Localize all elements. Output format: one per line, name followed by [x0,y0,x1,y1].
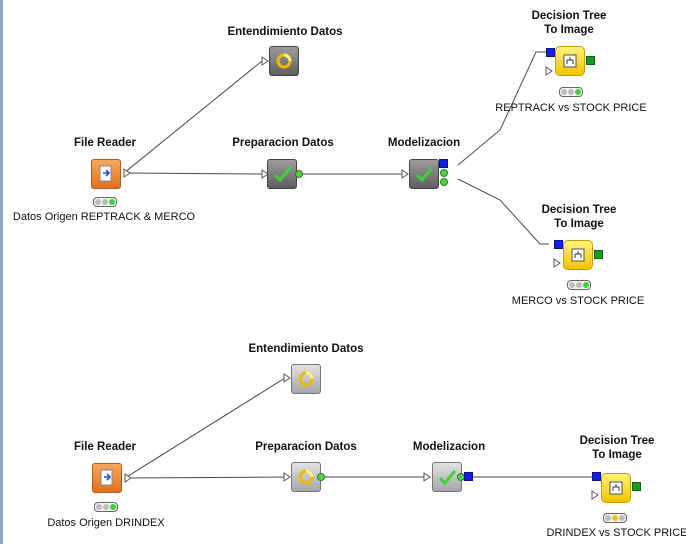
output-port-preparacion[interactable] [295,170,303,178]
output-port-reader [123,168,131,178]
input-port-entendimiento-b [283,373,291,383]
node-decision-tree-1[interactable] [555,46,585,76]
connection-modelizacion-dt1 [457,51,546,166]
input-port-dt1-secondary [545,66,553,76]
output-port-dt-b[interactable] [632,482,641,491]
node-status-dt-b [603,513,627,523]
node-caption-dt-b[interactable]: DRINDEX vs STOCK PRICE [546,527,686,539]
output-port-modelizacion-3[interactable] [440,178,448,186]
output-port-modelizacion-b-2[interactable] [464,472,473,481]
checkmark-icon [268,160,296,188]
node-decision-tree-b[interactable] [601,473,631,503]
input-port-modelizacion-b [423,472,431,482]
connection-reader-preparacion [123,172,263,175]
node-file-reader[interactable] [91,159,121,189]
node-title-preparacion-b: Preparacion Datos [255,441,357,453]
node-title-dt1-line1: Decision Tree [531,10,607,22]
node-modelizacion[interactable] [409,159,439,189]
output-port-reader-b [124,473,132,483]
file-import-icon [92,160,120,188]
node-status-dt2 [567,280,591,290]
tree-image-icon [602,474,630,502]
node-title-preparacion: Preparacion Datos [232,137,334,149]
connection-reader-entendimiento [123,60,263,174]
node-decision-tree-2[interactable] [563,240,593,270]
canvas-left-border [0,0,3,544]
node-status-dt1 [559,87,583,97]
node-status-file-reader [93,197,117,207]
node-title-dt2-line1: Decision Tree [541,204,617,216]
node-title-dt-b-line1: Decision Tree [579,435,655,447]
input-port-modelizacion [401,169,409,179]
input-port-dt2-secondary [553,258,561,268]
input-port-entendimiento [261,56,269,66]
tree-image-icon [556,47,584,75]
file-import-icon [93,464,121,492]
output-port-dt2[interactable] [594,250,603,259]
input-port-dt-b[interactable] [592,472,601,481]
node-title-entendimiento-b: Entendimiento Datos [248,343,364,355]
checkmark-icon [410,160,438,188]
tree-image-icon [564,241,592,269]
node-title-file-reader: File Reader [74,137,136,149]
node-title-dt2-line2: To Image [554,218,604,230]
connection-reader-entendimiento-b [124,377,286,479]
checkmark-icon [433,463,461,491]
spinner-icon [292,463,320,491]
node-title-file-reader-b: File Reader [74,441,136,453]
input-port-dt2[interactable] [554,240,563,249]
input-port-preparacion-b [283,472,291,482]
node-entendimiento-b[interactable] [291,364,321,394]
node-entendimiento[interactable] [269,46,299,76]
node-status-file-reader-b [94,502,118,512]
node-preparacion[interactable] [267,159,297,189]
spinner-icon [270,47,298,75]
connection-reader-preparacion-b [124,476,287,479]
output-port-dt1[interactable] [586,56,595,65]
node-title-entendimiento: Entendimiento Datos [227,26,343,38]
output-port-modelizacion-2[interactable] [440,169,448,177]
output-port-preparacion-b[interactable] [317,473,325,481]
node-title-modelizacion: Modelizacion [387,137,461,149]
connection-modelizacion-dt2 [457,178,549,245]
spinner-icon [292,365,320,393]
node-title-dt1-line2: To Image [544,24,594,36]
node-caption-dt2[interactable]: MERCO vs STOCK PRICE [511,295,645,307]
node-caption-dt1[interactable]: REPTRACK vs STOCK PRICE [495,102,647,114]
output-port-modelizacion-1[interactable] [439,159,448,168]
node-file-reader-b[interactable] [92,463,122,493]
input-port-dt1[interactable] [546,48,555,57]
node-title-modelizacion-b: Modelizacion [412,441,486,453]
input-port-dt-b-secondary [591,490,599,500]
input-port-preparacion [261,169,269,179]
node-caption-file-reader-b[interactable]: Datos Origen DRINDEX [47,517,165,529]
node-caption-file-reader[interactable]: Datos Origen REPTRACK & MERCO [12,211,196,223]
node-title-dt-b-line2: To Image [592,449,642,461]
